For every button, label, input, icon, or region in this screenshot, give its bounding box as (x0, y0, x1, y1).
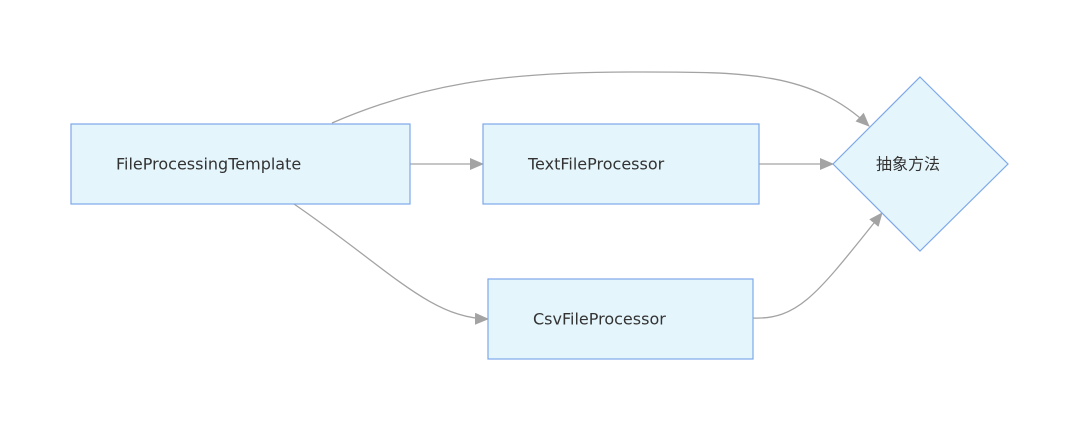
node-text-file-processor[interactable]: TextFileProcessor (482, 123, 760, 205)
node-box (482, 123, 760, 205)
node-label: CsvFileProcessor (533, 310, 666, 329)
edges (293, 71, 883, 325)
node-diamond (832, 76, 1009, 252)
edge-csv-to-abstract (752, 212, 883, 319)
node-csv-file-processor[interactable]: CsvFileProcessor (487, 278, 754, 360)
node-box (70, 123, 411, 205)
node-label: FileProcessingTemplate (116, 155, 301, 174)
node-file-processing-template[interactable]: FileProcessingTemplate (70, 123, 411, 205)
node-box (487, 278, 754, 360)
edge-template-to-abstract (331, 71, 870, 127)
node-label: 抽象方法 (876, 155, 940, 174)
edge-template-to-csv (293, 203, 489, 325)
node-abstract-method[interactable]: 抽象方法 (832, 76, 1009, 252)
node-label: TextFileProcessor (527, 155, 665, 174)
